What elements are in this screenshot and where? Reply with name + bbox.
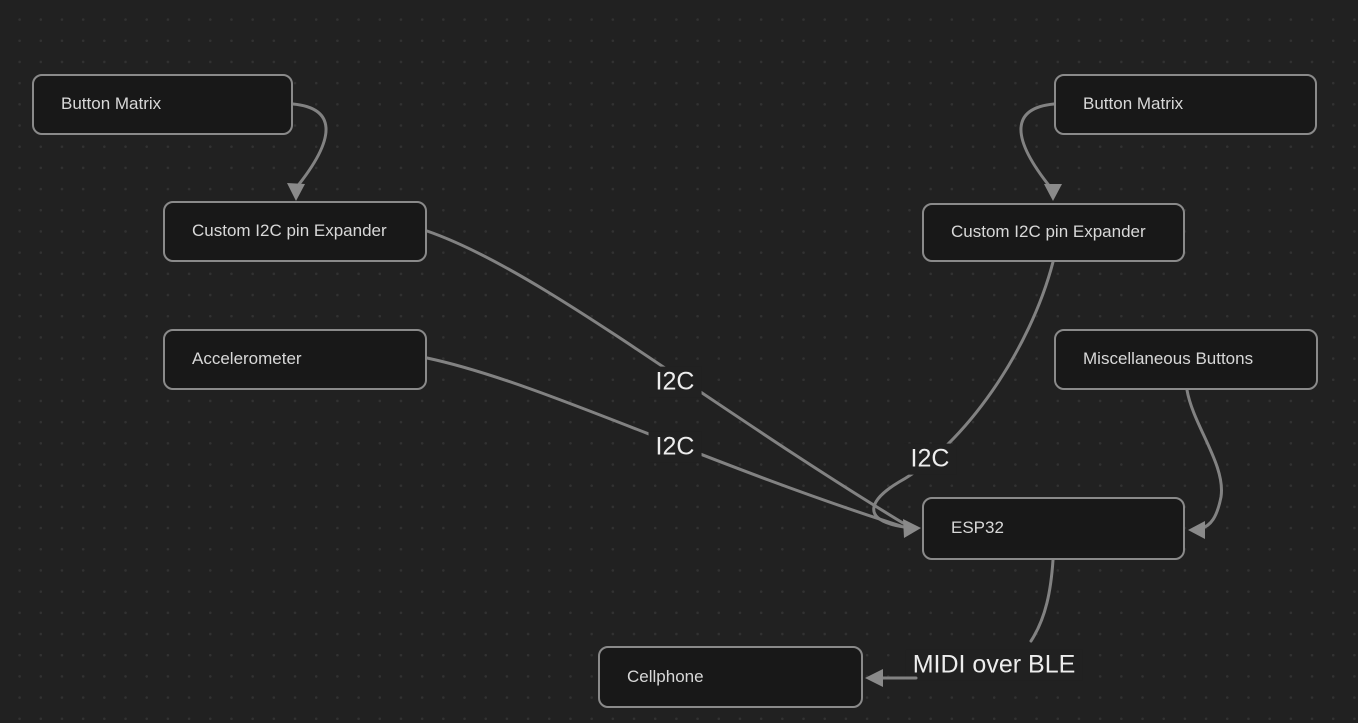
edge-label-i2c-left-expander[interactable]: I2C xyxy=(648,366,702,398)
edge-label-midi-over-ble[interactable]: MIDI over BLE xyxy=(905,649,1083,681)
edge-button-matrix-left-to-expander[interactable] xyxy=(291,102,328,190)
canvas-node-custom-i2c-pin-expander-left[interactable]: Custom I2C pin Expander xyxy=(163,201,427,262)
node-label: Custom I2C pin Expander xyxy=(192,221,387,241)
node-label: Cellphone xyxy=(627,666,704,686)
edge-expander-left-to-esp32[interactable] xyxy=(425,229,905,525)
canvas-node-esp32[interactable]: ESP32 xyxy=(922,497,1185,560)
edge-button-matrix-right-to-expander[interactable] xyxy=(1019,102,1056,190)
edge-misc-buttons-to-esp32[interactable] xyxy=(1185,388,1223,531)
edge-esp32-to-cellphone-upper[interactable] xyxy=(1029,558,1055,643)
edge-expander-right-to-esp32[interactable] xyxy=(872,260,1055,529)
arrowhead-left-into-esp32 xyxy=(1188,521,1205,539)
canvas-node-button-matrix-right[interactable]: Button Matrix xyxy=(1054,74,1317,135)
arrowhead-down-into-expander-right xyxy=(1044,184,1062,201)
edge-label-i2c-right-expander[interactable]: I2C xyxy=(903,443,957,475)
node-label: Custom I2C pin Expander xyxy=(951,222,1146,242)
node-label: Accelerometer xyxy=(192,349,302,369)
arrowhead-right-into-esp32 xyxy=(903,519,921,538)
canvas-node-cellphone[interactable]: Cellphone xyxy=(598,646,863,708)
node-label: Miscellaneous Buttons xyxy=(1083,349,1254,369)
node-label: Button Matrix xyxy=(1083,94,1184,114)
canvas-node-miscellaneous-buttons[interactable]: Miscellaneous Buttons xyxy=(1054,329,1318,390)
node-label: ESP32 xyxy=(951,518,1004,538)
canvas-node-custom-i2c-pin-expander-right[interactable]: Custom I2C pin Expander xyxy=(922,203,1185,262)
canvas-node-button-matrix-left[interactable]: Button Matrix xyxy=(32,74,293,135)
canvas-node-accelerometer[interactable]: Accelerometer xyxy=(163,329,427,390)
edge-accelerometer-to-esp32[interactable] xyxy=(425,356,903,528)
node-label: Button Matrix xyxy=(61,94,162,114)
edge-label-i2c-accelerometer[interactable]: I2C xyxy=(648,431,702,463)
